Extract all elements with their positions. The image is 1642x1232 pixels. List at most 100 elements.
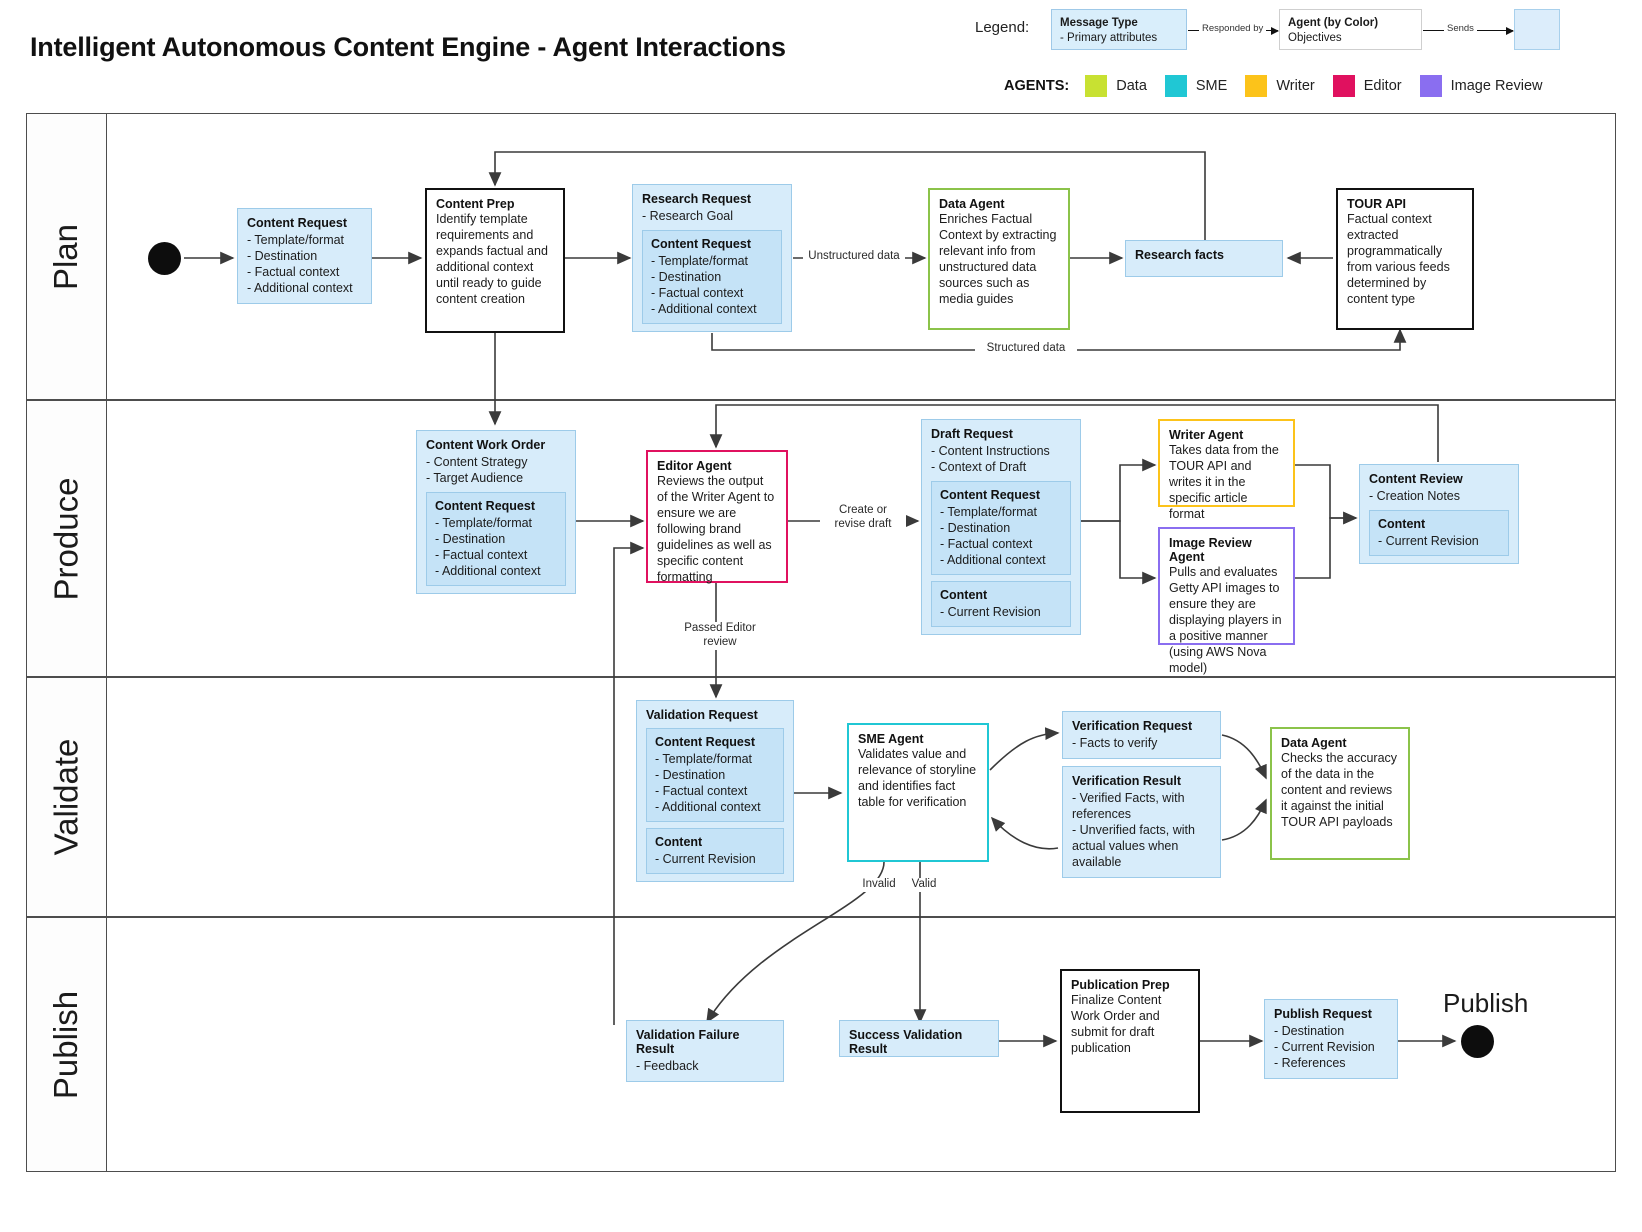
node-title: Content Work Order: [426, 438, 546, 452]
image-review-agent-color-swatch: [1419, 75, 1442, 97]
edge-label-unstructured-data: Unstructured data: [803, 250, 905, 264]
node-research-facts[interactable]: Research facts: [1125, 240, 1283, 277]
writer-agent-color-swatch: [1245, 75, 1268, 97]
swimlane-produce-label: Produce: [47, 477, 85, 600]
node-title: Writer Agent: [1169, 428, 1244, 442]
node-item: - Feedback: [636, 1059, 699, 1073]
node-writer-agent[interactable]: Writer Agent Takes data from the TOUR AP…: [1158, 419, 1295, 521]
node-verification-request[interactable]: Verification Request - Facts to verify: [1062, 711, 1221, 759]
node-research-request[interactable]: Research Request - Research Goal Content…: [632, 184, 792, 332]
node-content-request-plan[interactable]: Content Request - Template/format - Dest…: [237, 208, 372, 304]
node-title: Data Agent: [939, 197, 1005, 211]
node-success-validation-result[interactable]: Success Validation Result: [839, 1020, 999, 1057]
node-item: - Destination: [1274, 1024, 1345, 1038]
legend-blank-message-box: [1514, 9, 1560, 50]
node-title: TOUR API: [1347, 197, 1407, 211]
node-title: Success Validation Result: [849, 1028, 963, 1056]
legend-message-type-sub: - Primary attributes: [1060, 31, 1158, 44]
page-title: Intelligent Autonomous Content Engine - …: [30, 32, 786, 62]
node-item: - Unverified facts, with actual values w…: [1072, 823, 1195, 869]
node-title: Content Request: [651, 237, 751, 251]
agent-chip-image-review: Image Review: [1419, 75, 1543, 97]
node-title: Content Request: [247, 216, 347, 230]
node-publish-request[interactable]: Publish Request - Destination - Current …: [1264, 999, 1398, 1079]
edge-label-passed-editor-review: Passed Editor review: [672, 622, 768, 650]
node-content-work-order[interactable]: Content Work Order - Content Strategy - …: [416, 430, 576, 594]
node-title: Content Review: [1369, 472, 1463, 486]
node-title: Publish Request: [1274, 1007, 1372, 1021]
node-data-agent-plan[interactable]: Data Agent Enriches Factual Context by e…: [928, 188, 1070, 330]
node-title: Verification Request: [1072, 719, 1193, 733]
node-title: Data Agent: [1281, 736, 1347, 750]
node-title: Research Request: [642, 192, 752, 206]
node-item: - Creation Notes: [1369, 489, 1461, 503]
node-item: - Factual context: [435, 548, 528, 562]
agent-chip-sme: SME: [1164, 75, 1227, 97]
node-title: Content: [1378, 517, 1426, 531]
swimlane-publish-header: Publish: [27, 918, 107, 1171]
node-draft-request[interactable]: Draft Request - Content Instructions - C…: [921, 419, 1081, 635]
node-item: - References: [1274, 1056, 1346, 1070]
agent-chip-writer: Writer: [1245, 75, 1315, 97]
node-item: - Current Revision: [655, 852, 756, 866]
node-tour-api[interactable]: TOUR API Factual context extracted progr…: [1336, 188, 1474, 330]
node-item: - Additional context: [651, 302, 757, 316]
node-item: - Template/format: [655, 752, 753, 766]
publish-end-label: Publish: [1443, 988, 1529, 1018]
editor-agent-color-swatch: [1332, 75, 1355, 97]
agent-chip-label: Writer: [1276, 78, 1315, 94]
node-title: Draft Request: [931, 427, 1013, 441]
node-body: Checks the accuracy of the data in the c…: [1281, 751, 1398, 829]
agents-legend-row: AGENTS: Data SME Writer Editor Image Rev…: [1004, 75, 1560, 97]
legend-agent-title: Agent (by Color): [1288, 17, 1379, 29]
node-image-review-agent[interactable]: Image Review Agent Pulls and evaluates G…: [1158, 527, 1295, 675]
node-title: SME Agent: [858, 732, 924, 746]
node-research-request-inner-content-request: Content Request - Template/format - Dest…: [642, 230, 782, 324]
node-item: - Factual context: [247, 265, 340, 279]
node-title: Content Request: [435, 499, 535, 513]
legend-arrow-sends-label: Sends: [1444, 23, 1477, 34]
node-validation-failure-result[interactable]: Validation Failure Result - Feedback: [626, 1020, 784, 1082]
node-item: - Context of Draft: [931, 460, 1027, 474]
node-body: Pulls and evaluates Getty API images to …: [1169, 565, 1282, 675]
node-title: Research facts: [1135, 248, 1224, 262]
node-item: - Factual context: [651, 286, 744, 300]
edge-label-valid: Valid: [901, 878, 947, 892]
node-body: Finalize Content Work Order and submit f…: [1071, 993, 1162, 1055]
node-body: Identify template requirements and expan…: [436, 212, 548, 306]
node-data-agent-validate[interactable]: Data Agent Checks the accuracy of the da…: [1270, 727, 1410, 860]
node-validation-request[interactable]: Validation Request Content Request - Tem…: [636, 700, 794, 882]
node-draft-request-inner-content: Content - Current Revision: [931, 581, 1071, 627]
node-sme-agent[interactable]: SME Agent Validates value and relevance …: [847, 723, 989, 862]
node-content-review[interactable]: Content Review - Creation Notes Content …: [1359, 464, 1519, 564]
node-publication-prep[interactable]: Publication Prep Finalize Content Work O…: [1060, 969, 1200, 1113]
agent-chip-label: Data: [1116, 78, 1147, 94]
node-item: - Destination: [651, 270, 722, 284]
node-editor-agent[interactable]: Editor Agent Reviews the output of the W…: [646, 450, 788, 584]
node-item: - Destination: [247, 249, 318, 263]
swimlane-validate-label: Validate: [47, 738, 85, 856]
node-content-prep[interactable]: Content Prep Identify template requireme…: [425, 188, 565, 333]
node-verification-result[interactable]: Verification Result - Verified Facts, wi…: [1062, 766, 1221, 878]
node-item: - Additional context: [940, 553, 1046, 567]
node-item: - Additional context: [247, 281, 353, 295]
node-item: - Factual context: [655, 784, 748, 798]
node-body: Factual context extracted programmatical…: [1347, 212, 1450, 306]
agent-chip-data: Data: [1085, 75, 1147, 97]
node-title: Image Review Agent: [1169, 536, 1252, 564]
swimlane-validate-header: Validate: [27, 678, 107, 916]
node-title: Content Prep: [436, 197, 515, 211]
agent-chip-label: Image Review: [1450, 78, 1543, 94]
node-item: - Additional context: [655, 800, 761, 814]
node-body: Validates value and relevance of storyli…: [858, 747, 977, 809]
node-item: - Destination: [940, 521, 1011, 535]
node-title: Content Request: [940, 488, 1040, 502]
node-item: - Additional context: [435, 564, 541, 578]
swimlane-publish-label: Publish: [47, 990, 85, 1099]
legend-agent-sub: Objectives: [1288, 31, 1342, 44]
node-item: - Template/format: [435, 516, 533, 530]
node-item: - Destination: [435, 532, 506, 546]
legend-arrow-responded-by-label: Responded by: [1199, 23, 1267, 34]
node-item: - Template/format: [940, 505, 1038, 519]
